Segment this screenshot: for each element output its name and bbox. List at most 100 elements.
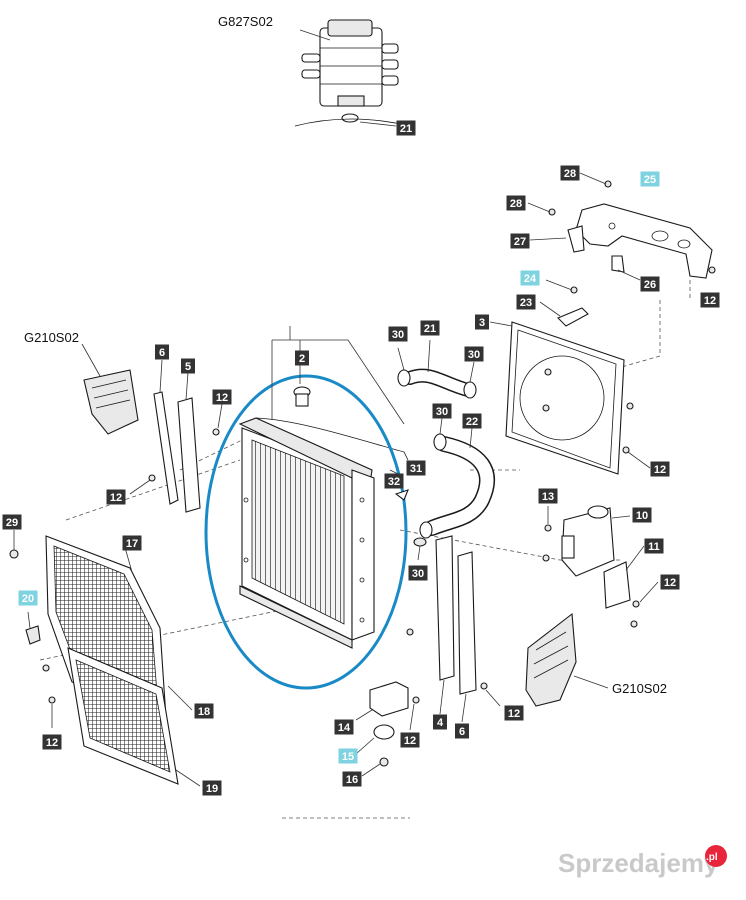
part-ref-badge: 12 <box>700 292 720 308</box>
part-ref-number: 3 <box>479 317 485 329</box>
part-ref-badge-bg <box>194 703 214 719</box>
part-ref-badge-bg <box>632 507 652 523</box>
part-ref-badge-bg <box>406 460 426 476</box>
part-ref-badge-bg <box>384 473 404 489</box>
part-ref-number: 2 <box>299 353 305 365</box>
seal-strip-right-b <box>457 551 477 695</box>
seal-strip-right-a <box>435 535 455 681</box>
part-ref-badge: 5 <box>181 358 195 374</box>
part-ref-badge-bg <box>155 344 169 360</box>
part-ref-badge-bg <box>700 292 720 308</box>
part-ref-number: 12 <box>654 464 666 476</box>
part-ref-badge: 30 <box>432 403 452 419</box>
part-ref-badge: 15 <box>338 748 358 764</box>
part-ref-badge: 27 <box>510 233 530 249</box>
part-ref-badge: 16 <box>342 771 362 787</box>
part-ref-number: 12 <box>664 577 676 589</box>
part-ref-badge-bg <box>516 294 536 310</box>
part-ref-number: 32 <box>388 476 400 488</box>
part-ref-badge: 12 <box>400 732 420 748</box>
part-ref-badge: 6 <box>455 723 469 739</box>
part-ref-number: 12 <box>704 295 716 307</box>
part-ref-badge-bg <box>464 346 484 362</box>
expansion-tank <box>561 505 615 577</box>
part-ref-badge-bg <box>520 270 540 286</box>
part-ref-badge: 12 <box>660 574 680 590</box>
part-ref-badge-bg <box>506 195 526 211</box>
part-ref-badge-bg <box>475 314 489 330</box>
part-ref-number: 12 <box>110 492 122 504</box>
side-cover-right <box>525 612 577 707</box>
assembly-callout-right: G210S02 <box>612 681 667 696</box>
part-ref-badge: 31 <box>406 460 426 476</box>
part-ref-number: 24 <box>524 273 537 285</box>
tank-bracket <box>603 561 631 609</box>
watermark: Sprzedajemy .pl <box>558 845 727 878</box>
part-ref-badge-bg <box>106 489 126 505</box>
part-ref-badge: 19 <box>202 780 222 796</box>
part-ref-badge-bg <box>510 233 530 249</box>
part-ref-number: 31 <box>410 463 422 475</box>
part-ref-number: 28 <box>510 198 522 210</box>
part-ref-number: 25 <box>644 174 656 186</box>
part-ref-badge-bg <box>644 538 664 554</box>
part-ref-badge: 22 <box>462 413 482 429</box>
part-ref-badge: 12 <box>106 489 126 505</box>
part-ref-badge: 14 <box>334 719 354 735</box>
part-ref-badge-bg <box>295 350 309 366</box>
part-ref-number: 28 <box>564 168 576 180</box>
part-ref-badge: 4 <box>433 714 447 730</box>
front-grille-lower <box>67 647 179 785</box>
part-ref-badge: 18 <box>194 703 214 719</box>
part-ref-badge: 30 <box>464 346 484 362</box>
part-ref-badge: 12 <box>504 705 524 721</box>
part-ref-badge-bg <box>650 461 670 477</box>
part-ref-badge-bg <box>504 705 524 721</box>
part-ref-number: 13 <box>542 491 554 503</box>
part-ref-badge-bg <box>212 389 232 405</box>
part-ref-number: 11 <box>648 541 660 553</box>
part-ref-badge: 25 <box>640 171 660 187</box>
part-ref-number: 6 <box>159 347 165 359</box>
side-cover-left <box>83 369 139 435</box>
part-ref-badge: 30 <box>408 565 428 581</box>
assembly-callout-top: G827S02 <box>218 14 273 29</box>
part-ref-badge-bg <box>396 120 416 136</box>
part-ref-badge: 26 <box>640 276 660 292</box>
rubber-mount <box>373 724 395 740</box>
part-ref-number: 30 <box>412 568 424 580</box>
part-ref-badge: 32 <box>384 473 404 489</box>
part-ref-badge-bg <box>560 165 580 181</box>
part-ref-badge-bg <box>342 771 362 787</box>
part-ref-number: 10 <box>636 510 648 522</box>
mounting-knob <box>25 625 41 645</box>
part-ref-badge: 13 <box>538 488 558 504</box>
part-ref-badge-bg <box>400 732 420 748</box>
upper-hose <box>397 368 477 399</box>
valve-block-assembly <box>294 19 411 127</box>
part-ref-badge: 10 <box>632 507 652 523</box>
part-ref-number: 19 <box>206 783 218 795</box>
part-ref-badge-bg <box>18 590 38 606</box>
part-ref-number: 23 <box>520 297 532 309</box>
mounting-bracket <box>567 203 713 279</box>
part-ref-badge-bg <box>122 535 142 551</box>
part-ref-badge-bg <box>455 723 469 739</box>
part-ref-badge-bg <box>181 358 195 374</box>
part-ref-badge: 11 <box>644 538 664 554</box>
part-ref-badge: 24 <box>520 270 540 286</box>
part-ref-number: 22 <box>466 416 478 428</box>
part-ref-number: 30 <box>468 349 480 361</box>
part-ref-number: 5 <box>185 361 191 373</box>
part-ref-number: 6 <box>459 726 465 738</box>
part-ref-number: 30 <box>436 406 448 418</box>
part-ref-badge-bg <box>388 326 408 342</box>
part-ref-number: 20 <box>22 593 34 605</box>
part-ref-number: 30 <box>392 329 404 341</box>
part-ref-number: 4 <box>437 717 444 729</box>
part-ref-number: 29 <box>6 517 18 529</box>
part-ref-number: 12 <box>404 735 416 747</box>
part-ref-number: 12 <box>508 708 520 720</box>
part-ref-badge: 23 <box>516 294 536 310</box>
part-ref-badge: 21 <box>420 320 440 336</box>
